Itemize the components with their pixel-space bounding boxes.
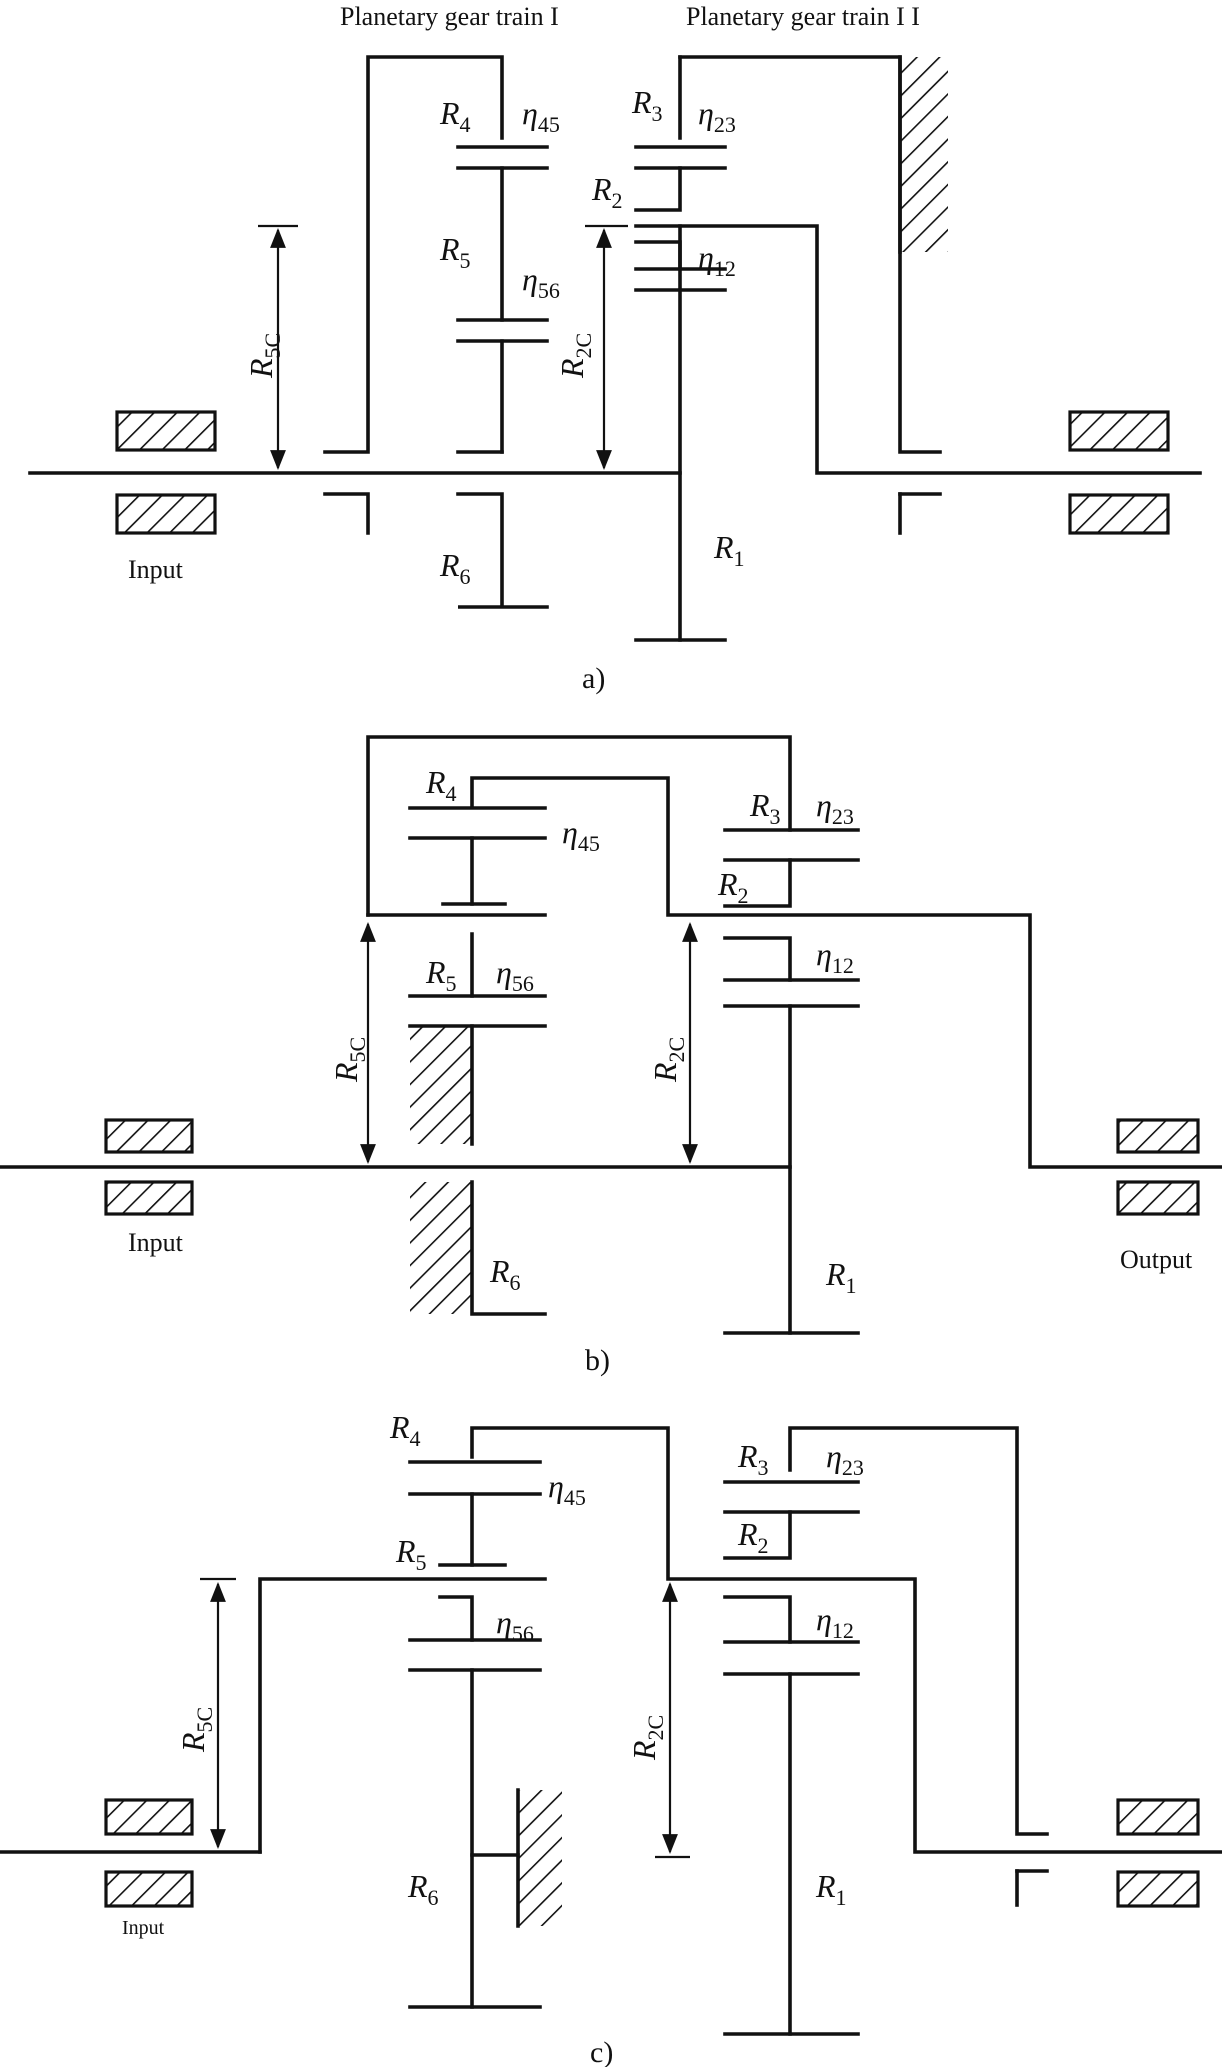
label-r4-b: R4 bbox=[425, 764, 457, 806]
label-r5-b: R5 bbox=[425, 954, 457, 996]
bearing-top-right bbox=[1068, 410, 1170, 452]
label-r5c-c: R5C bbox=[175, 1707, 217, 1753]
fixed-housing-lower-b bbox=[410, 1182, 472, 1314]
label-r1-b: R1 bbox=[825, 1256, 857, 1298]
gear-r2-c bbox=[723, 1510, 792, 1560]
label-eta12-b: η12 bbox=[816, 936, 854, 978]
panel-c: Input R4 η45 R5 η56 R6 R3 η23 R2 η12 R1 … bbox=[0, 1409, 1222, 2067]
label-r5c-b: R5C bbox=[328, 1037, 370, 1083]
label-r4-c: R4 bbox=[389, 1409, 421, 1451]
bearing-top-left bbox=[115, 410, 217, 452]
bearing-bottom-left-c bbox=[104, 1870, 194, 1908]
bearing-bottom-left bbox=[115, 493, 217, 535]
label-r2-b: R2 bbox=[717, 866, 749, 908]
label-eta23-b: η23 bbox=[816, 787, 854, 829]
label-eta45-a: η45 bbox=[522, 95, 560, 137]
bearing-top-left-b bbox=[104, 1118, 194, 1154]
gear-r12-top bbox=[634, 240, 682, 271]
caption-a: a) bbox=[582, 662, 605, 695]
header-train-1: Planetary gear train I bbox=[340, 2, 559, 31]
gear-r56-top-c bbox=[438, 1595, 474, 1642]
label-r3-c: R3 bbox=[737, 1438, 769, 1480]
carrier-train-2 bbox=[634, 224, 1202, 475]
gear-r2 bbox=[634, 166, 682, 212]
label-r2c-a: R2C bbox=[554, 333, 596, 379]
bearing-bottom-right-b bbox=[1116, 1180, 1200, 1216]
label-r5-a: R5 bbox=[439, 231, 471, 273]
fixed-housing-c bbox=[518, 1790, 562, 1926]
bearing-top-right-c bbox=[1116, 1798, 1200, 1836]
label-eta56-a: η56 bbox=[522, 261, 560, 303]
label-r5-c: R5 bbox=[395, 1533, 427, 1575]
label-r2-c: R2 bbox=[737, 1516, 769, 1558]
label-r1-c: R1 bbox=[815, 1868, 847, 1910]
label-r4-a: R4 bbox=[439, 95, 471, 137]
ring-train-2 bbox=[678, 55, 942, 454]
label-r6-c: R6 bbox=[407, 1868, 439, 1910]
label-eta45-b: η45 bbox=[562, 814, 600, 856]
label-r6-a: R6 bbox=[439, 547, 471, 589]
gear-r6 bbox=[456, 492, 549, 609]
label-eta45-c: η45 bbox=[548, 1468, 586, 1510]
label-r2c-c: R2C bbox=[626, 1715, 668, 1761]
label-r1-a: R1 bbox=[713, 529, 745, 571]
caption-c: c) bbox=[590, 2036, 613, 2067]
panel-a: Input R4 η45 R5 η56 R6 R3 η23 R2 η12 R1 … bbox=[28, 55, 1202, 695]
outer-frame-b bbox=[366, 735, 792, 917]
label-r5c-a: R5C bbox=[243, 333, 285, 379]
label-r6-b: R6 bbox=[489, 1253, 521, 1295]
label-eta12-c: η12 bbox=[816, 1601, 854, 1643]
gear-r2-b bbox=[723, 858, 792, 908]
label-r2c-b: R2C bbox=[647, 1037, 689, 1083]
label-eta23-a: η23 bbox=[698, 95, 736, 137]
bearing-bottom-right bbox=[1068, 493, 1170, 535]
input-label-c: Input bbox=[122, 1917, 165, 1939]
ring-train-2-c bbox=[788, 1426, 1049, 1836]
label-r3-a: R3 bbox=[631, 84, 663, 126]
carrier-b bbox=[470, 776, 1222, 1169]
outer-frame-c bbox=[470, 1426, 1222, 1854]
carrier-train-1 bbox=[323, 55, 504, 454]
input-label-b: Input bbox=[128, 1228, 184, 1257]
input-label-a: Input bbox=[128, 555, 184, 584]
label-eta12-a: η12 bbox=[698, 239, 736, 281]
label-r2-a: R2 bbox=[591, 171, 623, 213]
gear-r12-top-c bbox=[723, 1595, 792, 1644]
panel-b: Input Output R4 η45 R5 η56 R6 R3 η23 R2 … bbox=[0, 735, 1222, 1377]
carrier-c bbox=[258, 1577, 547, 1854]
bearing-bottom-right-c bbox=[1116, 1870, 1200, 1908]
carrier-train-1-lower bbox=[323, 492, 370, 535]
label-eta23-c: η23 bbox=[826, 1438, 864, 1480]
caption-b: b) bbox=[585, 1344, 610, 1377]
label-eta56-c: η56 bbox=[496, 1604, 534, 1646]
fixed-housing-upper-b bbox=[410, 1026, 472, 1144]
output-label-b: Output bbox=[1120, 1245, 1193, 1274]
label-r3-b: R3 bbox=[749, 787, 781, 829]
header-train-2: Planetary gear train I I bbox=[686, 2, 920, 31]
gear-r6-b bbox=[470, 1180, 547, 1316]
gear-r12-top-b bbox=[723, 936, 792, 982]
bearing-bottom-left-b bbox=[104, 1180, 194, 1216]
bearing-top-left-c bbox=[104, 1798, 194, 1836]
fixed-housing-a bbox=[900, 57, 948, 252]
bearing-top-right-b bbox=[1116, 1118, 1200, 1154]
label-eta56-b: η56 bbox=[496, 954, 534, 996]
